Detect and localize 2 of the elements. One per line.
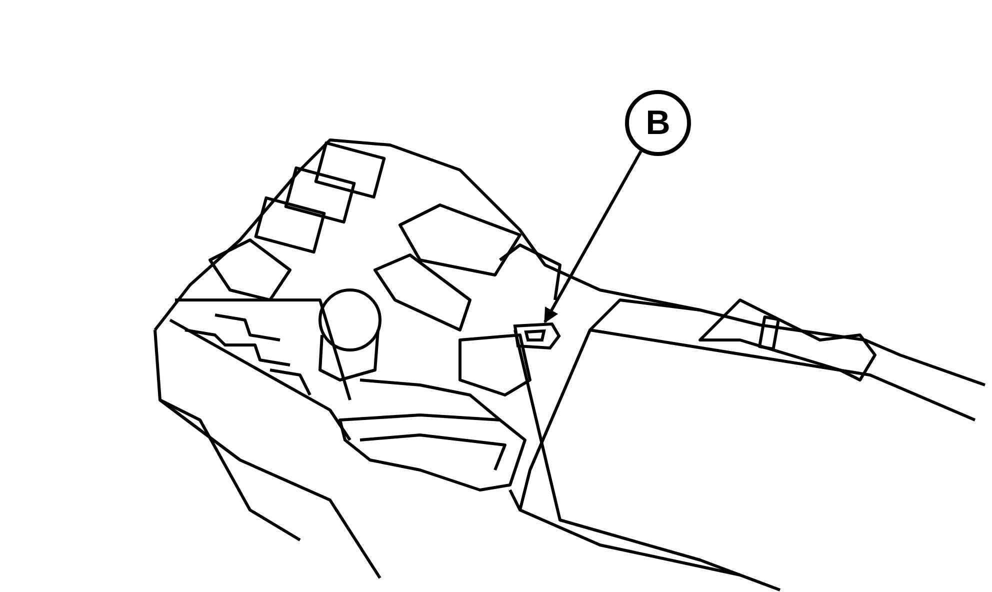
leader-line [544, 150, 642, 324]
callout-letter: B [625, 90, 691, 156]
